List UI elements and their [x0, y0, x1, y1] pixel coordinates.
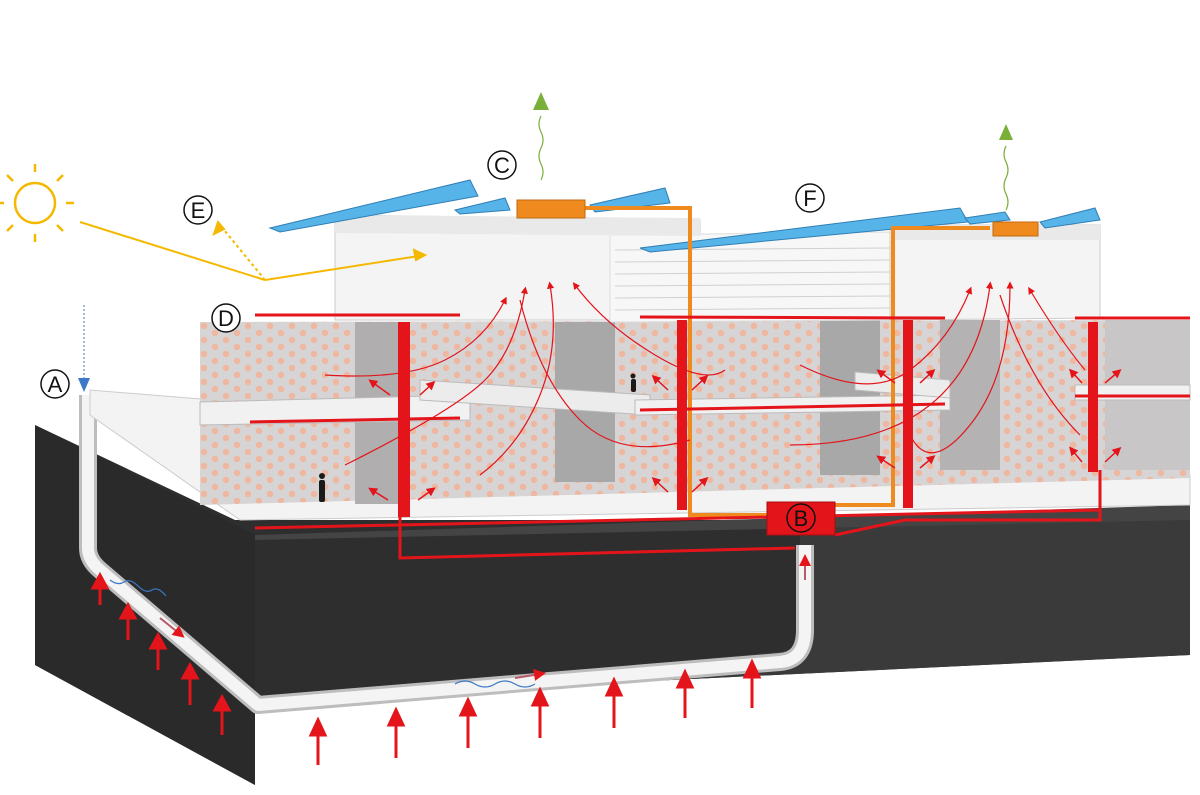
svg-text:B: B: [794, 506, 809, 531]
up-arrow-icon: [386, 706, 406, 758]
up-arrow-icon: [90, 571, 110, 605]
up-arrow-icon: [148, 631, 168, 670]
svg-text:A: A: [48, 372, 63, 397]
heating-pipes: [249, 313, 1190, 560]
up-arrow-icon: [999, 124, 1013, 140]
heat-recovery-unit-c: [516, 199, 586, 219]
up-arrow-icon: [533, 92, 549, 110]
water-inlet-a: [78, 305, 90, 392]
airflow-wave: [109, 579, 167, 597]
svg-text:F: F: [803, 186, 816, 211]
ground-heat-arrows: [90, 571, 762, 765]
airflow-wave: [454, 680, 536, 688]
callout-e: E: [183, 195, 213, 225]
callout-f: F: [795, 183, 825, 213]
callout-b: B: [786, 503, 816, 533]
svg-text:C: C: [494, 153, 510, 178]
airflow-arrow: [159, 617, 185, 638]
up-arrow-icon: [118, 601, 138, 640]
callout-a: A: [40, 369, 70, 399]
up-arrow-icon: [212, 693, 232, 735]
airflow-arrow: [514, 669, 546, 681]
svg-text:E: E: [191, 198, 206, 223]
up-arrow-icon: [458, 696, 478, 748]
sun-icon: [0, 164, 74, 242]
earth-tube: [79, 395, 814, 714]
heating-risers: [398, 320, 1098, 517]
up-arrow-icon: [742, 658, 762, 708]
person-icon: [630, 373, 636, 392]
warm-airflow: [324, 281, 1086, 476]
up-arrow-icon: [675, 668, 695, 718]
up-arrow-icon: [180, 661, 200, 705]
up-arrow-icon: [530, 686, 550, 738]
sun-rays: [79, 220, 428, 281]
person-icon: [319, 473, 325, 502]
heat-recovery-unit-f: [992, 221, 1039, 237]
radiant-arrows: [368, 368, 1122, 501]
callout-d: D: [211, 303, 241, 333]
exhaust-arrow-c: [533, 92, 549, 181]
up-arrow-icon: [604, 676, 624, 728]
callout-c: C: [487, 150, 517, 180]
exhaust-ducts: [585, 206, 990, 517]
exhaust-arrow-f: [999, 124, 1013, 211]
svg-text:D: D: [218, 306, 234, 331]
upper-storey: [334, 214, 1101, 323]
up-arrow-icon: [308, 716, 328, 765]
